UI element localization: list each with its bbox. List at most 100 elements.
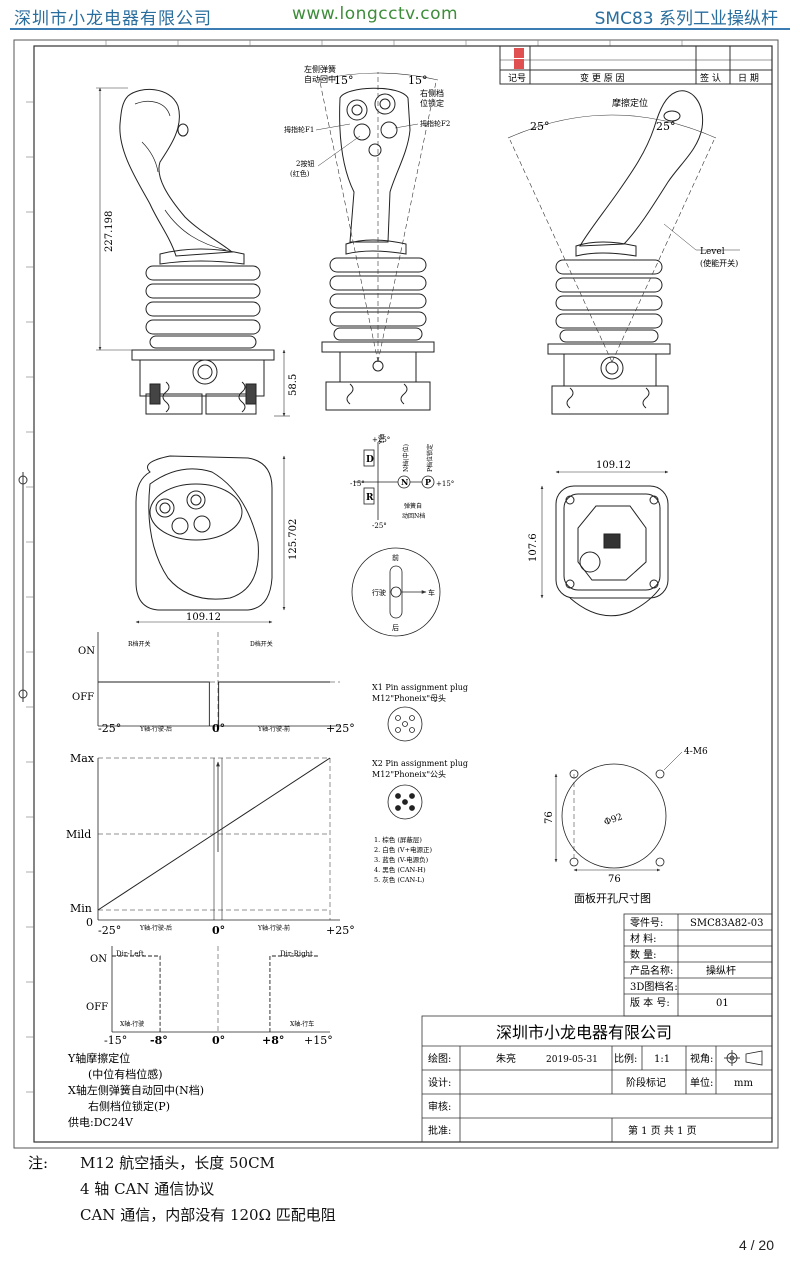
dim-front-base: 58.5	[288, 374, 299, 396]
tb-check-label: 审核:	[428, 1100, 451, 1113]
note-line-2: 4 轴 CAN 通信协议	[80, 1180, 215, 1198]
dir-left-axis-label: X轴-行驶	[120, 1020, 144, 1028]
right-angle-right: 25°	[656, 120, 676, 133]
header-company: 深圳市小龙电器有限公司	[14, 9, 212, 29]
rev-mark-label: 记号	[508, 73, 526, 84]
tb-part-no: SMC83A82-03	[690, 918, 764, 929]
proportional-chart	[97, 757, 340, 921]
side-callout-leaders	[315, 123, 419, 167]
gate-spring-label2: 动回N档	[402, 512, 425, 520]
prop-zero: 0	[86, 916, 93, 929]
page-header: 深圳市小龙电器有限公司 www.longcctv.com SMC83 系列工业操…	[0, 0, 800, 34]
side-angle-right: 15°	[408, 74, 428, 87]
switch-left-switch-label: R档开关	[128, 640, 151, 648]
switch-series-right	[218, 681, 330, 726]
dir-on-label: ON	[90, 954, 107, 965]
dir-series-left	[112, 955, 161, 1032]
panel-cutout	[554, 751, 683, 872]
features-list: Y轴摩擦定位(中位有档位感)X轴左侧弹簧自动回中(N档)右侧档位锁定(P)供电:…	[67, 1051, 204, 1129]
tb-version-label: 版 本 号:	[630, 996, 670, 1009]
pin-item: 3. 蓝色 (V-电源负)	[374, 855, 429, 864]
prop-zero-tick: 0°	[212, 924, 225, 937]
tb-part-no-label: 零件号:	[630, 917, 663, 929]
pinout-x2-connector	[387, 784, 423, 820]
left-zone-ticks	[26, 101, 34, 1093]
side-callout-spring-2: 自动回中	[304, 74, 336, 84]
tb-scale: 1:1	[654, 1054, 670, 1065]
pinout-x1-title: X1 Pin assignment plug	[372, 683, 468, 692]
note-line-3: CAN 通信，内部没有 120Ω 匹配电阻	[80, 1206, 336, 1224]
side-callout-button-color: (红色)	[290, 169, 310, 178]
dir-tick-5: +15°	[304, 1034, 333, 1047]
dir-right-axis-label: X轴-行车	[290, 1020, 314, 1028]
switch-on-label: ON	[78, 646, 95, 657]
dir-off-label: OFF	[86, 1002, 108, 1013]
pin-item: 5. 灰色 (CAN-L)	[374, 875, 425, 884]
tb-company: 深圳市小龙电器有限公司	[496, 1023, 672, 1042]
top-view-joystick	[135, 455, 273, 611]
prop-left-axis-label: Y轴-行驶-后	[139, 924, 172, 932]
switch-right-tick: +25°	[326, 722, 355, 735]
switch-left-tick: -25°	[98, 722, 121, 735]
direction-back: 后	[392, 623, 399, 632]
direction-front: 前	[392, 553, 399, 562]
tb-3d-label: 3D图档名:	[630, 980, 678, 993]
prop-min: Min	[70, 902, 92, 915]
title-block	[421, 913, 773, 1143]
dim-top-width: 109.12	[186, 612, 221, 623]
dir-tick-4: +8°	[262, 1034, 284, 1047]
switch-right-axis-label: Y轴-行驶-前	[257, 725, 290, 733]
dir-tick-3: 0°	[212, 1034, 225, 1047]
pinout-x2-sub: M12"Phoneix"公头	[372, 769, 446, 779]
tb-material-label: 材 料:	[630, 932, 657, 945]
side-callout-f1: 拇指轮F1	[284, 125, 314, 134]
gate-n: N	[401, 477, 408, 487]
switch-off-label: OFF	[72, 692, 94, 703]
right-friction-label: 摩擦定位	[612, 97, 648, 109]
top-view-dimensions	[135, 455, 286, 624]
right-level-label: Level	[700, 247, 725, 257]
feature-item: 右侧档位锁定(P)	[88, 1099, 170, 1113]
right-view-joystick	[547, 90, 704, 415]
tb-view-label: 视角:	[690, 1052, 713, 1065]
side-callout-spring-1: 左侧弹簧	[304, 64, 336, 74]
tb-product-label: 产品名称:	[630, 964, 673, 977]
projection-symbol-icon	[724, 1050, 763, 1066]
right-angle-lines	[507, 114, 717, 363]
gate-n-label: N档(中位)	[402, 444, 410, 472]
direction-circle	[351, 547, 441, 637]
tb-version: 01	[716, 998, 729, 1009]
gate-p-label: P档位锁定	[426, 444, 434, 472]
pinout-pin-list: 1. 棕色 (屏蔽层)2. 白色 (V+电源正)3. 蓝色 (V-电源负)4. …	[374, 835, 433, 884]
revision-block: 记号 变 更 原 因 签 认 日 期	[499, 45, 773, 85]
switch-left-axis-label: Y轴-行驶-后	[139, 725, 172, 733]
side-callout-detent-1: 右侧档	[420, 88, 444, 98]
pinout-x1-sub: M12"Phoneix"母头	[372, 693, 446, 703]
bottom-view-dimensions	[540, 470, 669, 599]
tb-scale-label: 比例:	[614, 1052, 637, 1065]
gate-y-label: Y轴	[378, 434, 386, 445]
prop-right-tick: +25°	[326, 924, 355, 937]
header-rule	[10, 28, 790, 30]
dir-tick-1: -15°	[104, 1034, 127, 1047]
front-dimensions	[96, 87, 290, 417]
tb-stage-label: 阶段标记	[626, 1076, 666, 1089]
tb-design-label: 设计:	[428, 1076, 451, 1089]
right-level-leader	[663, 223, 697, 251]
direction-left: 行驶	[372, 588, 386, 597]
dim-bottom-width: 109.12	[596, 460, 631, 471]
dir-series-right	[269, 955, 318, 1032]
dim-front-height: 227.198	[104, 211, 115, 252]
header-website[interactable]: www.longcctv.com	[292, 4, 459, 24]
right-angle-left: 25°	[530, 120, 550, 133]
tb-approve-label: 批准:	[428, 1124, 451, 1137]
tb-draw-label: 绘图:	[428, 1052, 451, 1065]
side-angle-left: 15°	[334, 74, 354, 87]
cutout-hole-label: 4-M6	[684, 747, 708, 757]
gate-top: +25°	[372, 436, 390, 444]
gate-d: D	[366, 455, 374, 465]
pinout-x1-connector	[387, 706, 423, 742]
prop-max: Max	[70, 752, 95, 765]
feature-item: (中位有档位感)	[88, 1067, 163, 1081]
engineering-drawing: 记号 变 更 原 因 签 认 日 期	[13, 39, 779, 1149]
